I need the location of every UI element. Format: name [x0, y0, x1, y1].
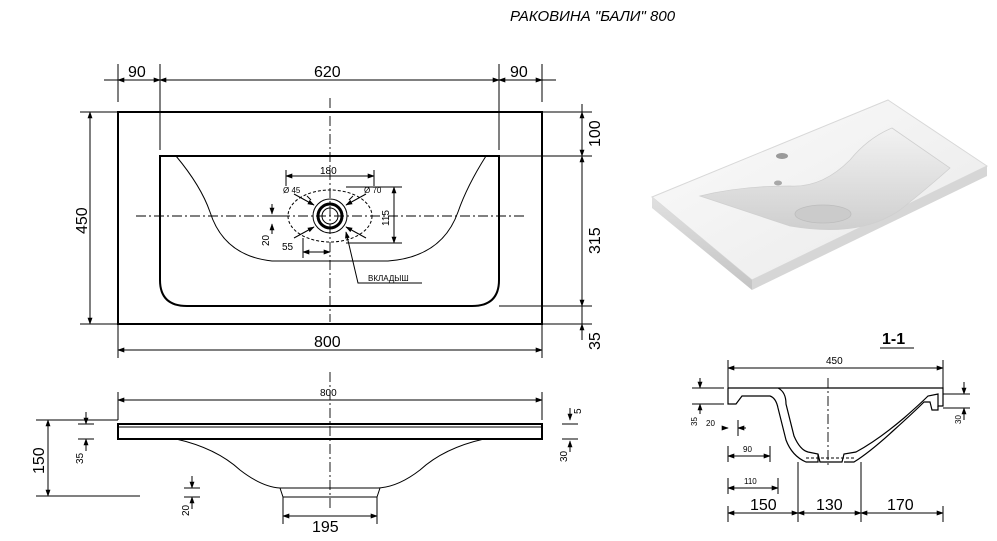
front-dim-total-width: 800 [320, 388, 337, 399]
section-view: 1-1 450 35 20 30 90 [690, 331, 970, 522]
dim-left-margin: 90 [128, 64, 146, 81]
dim-inner-width: 620 [314, 64, 341, 81]
section-dim-90: 90 [743, 445, 752, 454]
front-dim-total-height: 150 [31, 447, 48, 474]
dim-front-edge: 35 [587, 332, 604, 350]
front-dim-base-width: 195 [312, 519, 339, 536]
front-view: 800 150 35 5 30 20 195 [31, 372, 584, 536]
section-dim-right: 30 [954, 415, 963, 424]
section-dim-width: 450 [826, 356, 843, 367]
front-dim-top-offset: 5 [573, 408, 584, 414]
dim-right-margin: 90 [510, 64, 528, 81]
dim-back-to-bowl: 100 [587, 120, 604, 147]
sink-render-image [651, 99, 989, 290]
dim-depth: 450 [74, 207, 91, 234]
dim-hole-45: Ø 45 [283, 186, 301, 195]
section-dim-170: 170 [887, 497, 914, 514]
section-dim-wall: 20 [706, 419, 715, 428]
section-dim-110: 110 [744, 477, 757, 486]
section-dim-150: 150 [750, 497, 777, 514]
dim-hole-70: Ø 70 [364, 186, 382, 195]
dim-drain-offset: 115 [381, 210, 392, 226]
drawing-title: РАКОВИНА "БАЛИ" 800 [510, 8, 676, 25]
insert-label: ВКЛАДЫШ [368, 274, 409, 283]
top-view: 180 Ø 45 Ø 70 115 20 55 ВКЛАДЫШ 90 620 9… [74, 64, 604, 358]
dim-tap-offset-x: 55 [282, 242, 294, 253]
section-label: 1-1 [882, 331, 905, 348]
section-dim-rim: 35 [690, 417, 699, 426]
dim-bowl-depth: 315 [587, 227, 604, 254]
dim-total-width: 800 [314, 334, 341, 351]
front-dim-side-height: 30 [559, 450, 570, 462]
dim-tap-offset-y: 20 [261, 234, 272, 246]
front-dim-rim-thickness: 35 [75, 452, 86, 464]
dim-tap-hole-spacing: 180 [320, 166, 337, 177]
section-dim-130: 130 [816, 497, 843, 514]
front-dim-bottom: 20 [181, 504, 192, 516]
